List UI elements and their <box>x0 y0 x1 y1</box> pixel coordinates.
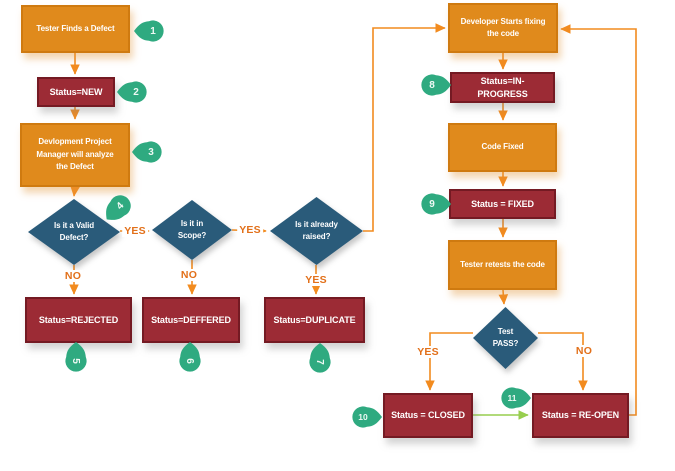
node-code-fixed: Code Fixed <box>448 123 557 172</box>
node-tester-finds-defect: Tester Finds a Defect <box>21 5 130 53</box>
node-status-deffered: Status=DEFFERED <box>142 297 240 343</box>
badge-3: 3 <box>131 140 165 164</box>
decision-in-scope: Is it in Scope? <box>152 200 232 260</box>
node-status-new: Status=NEW <box>37 77 115 107</box>
badge-6: 6 <box>178 341 202 375</box>
teardrop-icon <box>65 342 87 372</box>
teardrop-icon <box>134 20 164 42</box>
teardrop-icon <box>421 193 451 215</box>
edge-label-scope-no: NO <box>178 269 200 281</box>
edge-analyze-to-valid <box>70 185 80 197</box>
decision-already-raised: Is it already raised? <box>270 197 363 265</box>
edge-label-pass-yes: YES <box>415 346 441 358</box>
teardrop-icon <box>179 342 201 372</box>
badge-10: 10 <box>349 405 383 429</box>
edge-label-raised-yes: YES <box>303 274 329 286</box>
edge-retests-to-testpass <box>498 289 509 305</box>
teardrop-icon <box>501 387 531 409</box>
badge-7: 7 <box>308 342 332 376</box>
node-status-closed: Status = CLOSED <box>383 393 473 438</box>
badge-8: 8 <box>418 73 452 97</box>
edge-label-scope-yes: YES <box>237 224 263 236</box>
node-dev-manager-analyze: Devlopment Project Manager will analyze … <box>20 123 130 187</box>
teardrop-icon <box>106 195 131 220</box>
node-tester-retests: Tester retests the code <box>448 240 557 290</box>
edge-testpass-no-to-reopen <box>538 332 588 391</box>
node-status-duplicate: Status=DUPLICATE <box>264 297 365 343</box>
edge-label-valid-no: NO <box>62 270 84 282</box>
teardrop-icon <box>309 343 331 373</box>
teardrop-icon <box>352 406 382 428</box>
badge-11: 11 <box>498 386 532 410</box>
badge-5: 5 <box>64 341 88 375</box>
edge-label-valid-yes: YES <box>122 225 148 237</box>
badge-9: 9 <box>418 192 452 216</box>
teardrop-icon <box>132 141 162 163</box>
edge-testpass-yes-to-closed <box>425 332 473 391</box>
node-status-reopen: Status = RE-OPEN <box>532 393 629 438</box>
badge-2: 2 <box>116 80 150 104</box>
edge-label-pass-no: NO <box>573 345 595 357</box>
edge-reopen-loop-to-devfix <box>560 24 637 416</box>
node-status-fixed: Status = FIXED <box>449 189 556 219</box>
decision-test-pass: Test PASS? <box>473 307 538 369</box>
node-status-in-progress: Status=IN- PROGRESS <box>450 72 555 103</box>
edge-raised-to-devfix <box>363 23 446 232</box>
badge-4: 4 <box>97 187 138 228</box>
node-developer-fixes-code: Developer Starts fixing the code <box>448 3 558 53</box>
badge-1: 1 <box>133 19 167 43</box>
node-status-rejected: Status=REJECTED <box>25 297 132 343</box>
teardrop-icon <box>117 81 147 103</box>
teardrop-icon <box>421 74 451 96</box>
